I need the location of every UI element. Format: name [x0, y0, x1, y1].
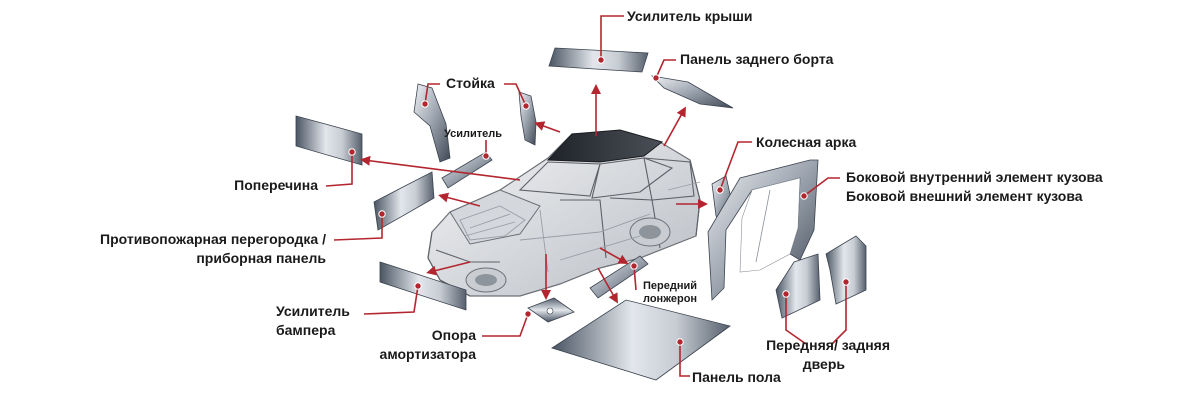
pillar-panel-left: [413, 83, 451, 163]
label-strut-line2: амортизатора: [380, 346, 477, 362]
label-rear-board-panel: Панель заднего борта: [680, 51, 834, 67]
label-pillar: Стойка: [446, 75, 495, 91]
firewall-panel: [373, 171, 435, 231]
rear-board-panel: [650, 75, 734, 109]
car-body-shell: [427, 129, 701, 297]
rear-door-panel: [825, 235, 867, 305]
label-side-outer: Боковой внешний элемент кузова: [846, 188, 1083, 204]
label-door-line1: Передняя/ задняя: [766, 337, 890, 353]
label-reinforcement: Усилитель: [444, 128, 502, 140]
direction-arrows: [360, 84, 708, 304]
label-front-rail-line1: Передний: [643, 280, 697, 292]
pillar-panel-right: [518, 91, 537, 146]
label-crossmember: Поперечина: [234, 177, 318, 193]
leader-lines: [325, 15, 850, 377]
front-door-panel: [775, 253, 821, 319]
label-firewall-line1: Противопожарная перегородка /: [100, 231, 326, 247]
label-side-inner: Боковой внутренний элемент кузова: [846, 169, 1103, 185]
label-roof-reinforcement: Усилитель крыши: [627, 8, 753, 24]
label-bumper-line2: бампера: [276, 322, 336, 338]
label-floor-panel: Панель пола: [692, 369, 781, 385]
label-strut-line1: Опора: [432, 327, 476, 343]
floor-panel: [551, 299, 731, 381]
label-door-line2: дверь: [803, 356, 846, 372]
reinforcement-panel: [441, 151, 493, 189]
side-body-element: [707, 159, 819, 301]
label-bumper-line1: Усилитель: [276, 303, 350, 319]
label-firewall-line2: приборная панель: [196, 250, 326, 266]
bumper-reinforcement-panel: [379, 261, 467, 311]
label-front-rail-line2: лонжерон: [643, 293, 697, 305]
label-wheel-arch: Колесная арка: [756, 134, 856, 150]
